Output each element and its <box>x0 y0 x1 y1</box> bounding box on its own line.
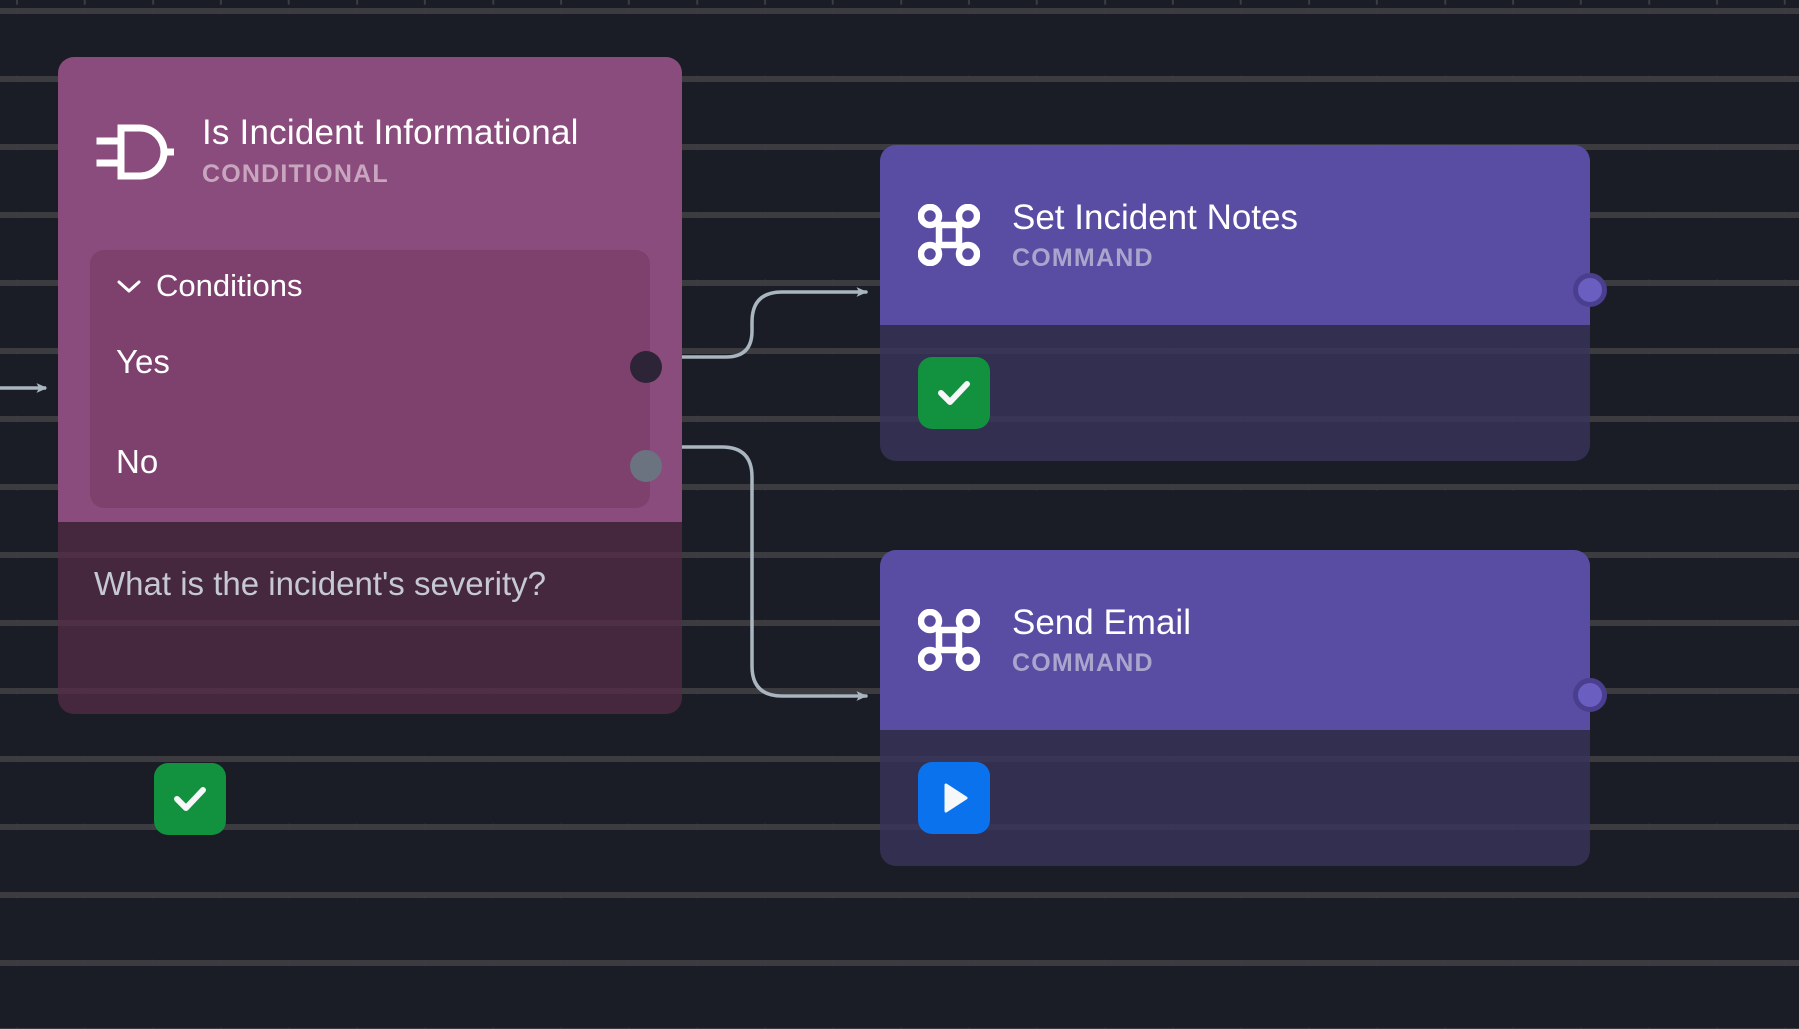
node-title: Set Incident Notes <box>1012 197 1298 237</box>
node-is-incident-informational[interactable]: Is Incident Informational CONDITIONAL Co… <box>58 57 682 835</box>
output-port-set-incident-notes[interactable] <box>1573 273 1607 307</box>
command-node-header: Set Incident Notes COMMAND <box>880 145 1590 325</box>
command-node-body <box>880 325 1590 461</box>
conditional-question-text: What is the incident's severity? <box>94 565 546 602</box>
node-subtitle: COMMAND <box>1012 243 1154 272</box>
command-icon <box>918 204 980 266</box>
check-icon <box>938 381 970 405</box>
command-node-body <box>880 730 1590 866</box>
conditional-node-header: Is Incident Informational CONDITIONAL <box>58 57 682 247</box>
node-title: Send Email <box>1012 602 1191 642</box>
node-send-email[interactable]: Send Email COMMAND <box>880 550 1607 866</box>
node-subtitle: COMMAND <box>1012 648 1154 677</box>
command-node-header: Send Email COMMAND <box>880 550 1590 730</box>
condition-row-yes[interactable]: Yes <box>116 343 170 380</box>
run-status-chip-send-email[interactable] <box>918 762 990 834</box>
chevron-down-icon[interactable] <box>116 278 142 294</box>
success-status-chip-set-incident-notes[interactable] <box>918 357 990 429</box>
node-set-incident-notes[interactable]: Set Incident Notes COMMAND <box>880 145 1607 461</box>
node-title: Is Incident Informational <box>202 113 579 153</box>
logic-gate-icon <box>96 124 174 180</box>
conditions-toggle[interactable]: Conditions <box>90 250 650 304</box>
conditions-label: Conditions <box>156 268 303 303</box>
condition-row-no[interactable]: No <box>116 443 159 480</box>
check-icon <box>174 787 206 811</box>
node-subtitle: CONDITIONAL <box>202 159 389 188</box>
output-port-no[interactable] <box>630 450 662 482</box>
play-icon <box>944 783 968 813</box>
command-icon <box>918 609 980 671</box>
conditions-panel[interactable]: Conditions Yes No <box>90 250 662 508</box>
output-port-yes[interactable] <box>630 351 662 383</box>
success-status-chip-conditional[interactable] <box>154 763 226 835</box>
output-port-send-email[interactable] <box>1573 678 1607 712</box>
conditional-node-body-area <box>58 522 682 714</box>
